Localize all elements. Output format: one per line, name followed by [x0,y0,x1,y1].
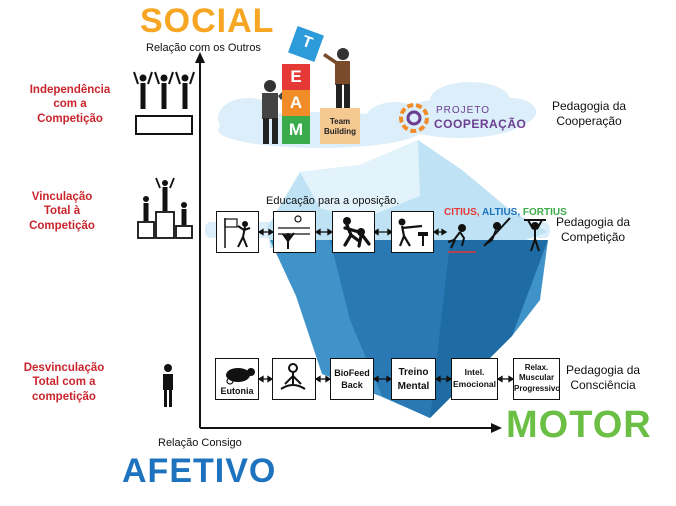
eutonia-box: Eutonia [215,358,259,400]
axis-afetivo-title: AFETIVO [122,452,277,490]
team-letter-m: M [288,120,304,139]
meditation-icon [280,363,306,390]
educacao-oposicao-label: Educação para a oposição. [266,195,400,207]
basketball-box [216,211,259,253]
projeto-line2: COOPERAÇÃO [434,117,527,131]
biofeed-line2: Back [341,380,363,391]
bottom-row-connectors [257,375,515,383]
olympic-motto: CITIUS, ALTIUS, FORTIUS [444,207,567,218]
team-right-person [323,48,350,108]
team-building-line1: Team [329,117,351,126]
volleyball-box [273,211,316,253]
fencing-icon [398,218,428,247]
biofeed-line1: BioFeed [334,368,370,378]
label-vinculacao-line1: Vinculação [31,191,93,203]
fencing-box [391,211,434,253]
intel-line2: Emocional [453,378,496,389]
label-consciencia-line1: Pedagogia da [566,363,641,377]
top-row-connectors [257,228,448,236]
label-vinculacao: Vinculação Total à Competição [6,190,118,233]
podium-cooperation-icon [133,71,195,135]
label-desvinculacao-line3: competição [32,390,96,403]
label-independencia-line1: Independência [29,84,111,96]
label-competicao-line1: Pedagogia da [556,215,631,229]
treino-line2: Mental [397,380,430,392]
basketball-icon [224,218,251,248]
podium-competition-icon [137,177,193,239]
motto-fortius: FORTIUS [522,207,567,218]
team-blocks [282,26,360,144]
projeto-line1: PROJETO [436,105,491,116]
projeto-logo-icon [399,103,429,133]
label-independencia-line2: com a [53,98,87,111]
volleyball-icon [278,215,310,249]
label-vinculacao-line3: Competição [29,219,95,232]
weightlifter-icon [524,219,546,252]
motto-altius: ALTIUS, [481,207,521,218]
treino-box: Treino Mental [391,358,436,400]
team-letter-e: E [290,67,302,86]
team-letter-a: A [289,93,303,112]
relax-line1: Relax. [524,363,549,372]
axis-afetivo-subtitle: Relação Consigo [158,437,242,449]
relax-box: Relax. Muscular Progressivo [513,358,560,400]
label-pedagogia-cooperacao: Pedagogia da Cooperação [552,99,626,129]
projeto-cloud [394,82,536,138]
eutonia-icon [226,368,255,385]
vertical-axis-arrow [195,52,205,63]
label-vinculacao-line2: Total à [43,205,81,218]
motto-citius: CITIUS, [444,207,480,218]
label-desvinculacao: Desvinculação Total com a competição [8,361,120,404]
standing-person-icon [163,364,173,407]
axis-social-subtitle: Relação com os Outros [146,42,261,54]
label-consciencia-line2: Consciência [570,378,636,392]
judo-icon [343,217,371,248]
label-desvinculacao-line2: Total com a [32,376,96,389]
judo-box [332,211,375,253]
biofeed-box: BioFeed Back [330,358,374,400]
meditation-box [272,358,316,400]
label-pedagogia-consciencia: Pedagogia da Consciência [566,363,640,393]
eutonia-label: Eutonia [220,386,254,396]
pole-vault-icon [483,217,511,247]
horizontal-axis-arrow [491,423,502,433]
axis-motor-title: MOTOR [506,404,652,446]
axis-social-title: SOCIAL [140,2,275,40]
label-independencia: Independência com a Competição [14,83,126,126]
label-cooperacao-line2: Cooperação [556,114,622,128]
label-independencia-line3: Competição [37,112,103,125]
intel-box: Intel. Emocional [451,358,498,400]
team-building-label: Team Building [320,117,360,136]
label-pedagogia-competicao: Pedagogia da Competição [556,215,630,245]
relax-line3: Progressivo [514,383,561,393]
team-building-line2: Building [324,126,356,136]
label-desvinculacao-line1: Desvinculação [23,362,105,374]
sprinter-icon [447,224,476,253]
label-cooperacao-line1: Pedagogia da [552,99,627,113]
treino-line1: Treino [398,367,429,378]
intel-line1: Intel. [464,367,485,377]
relax-line2: Muscular [518,373,555,383]
label-competicao-line2: Competição [561,230,626,244]
